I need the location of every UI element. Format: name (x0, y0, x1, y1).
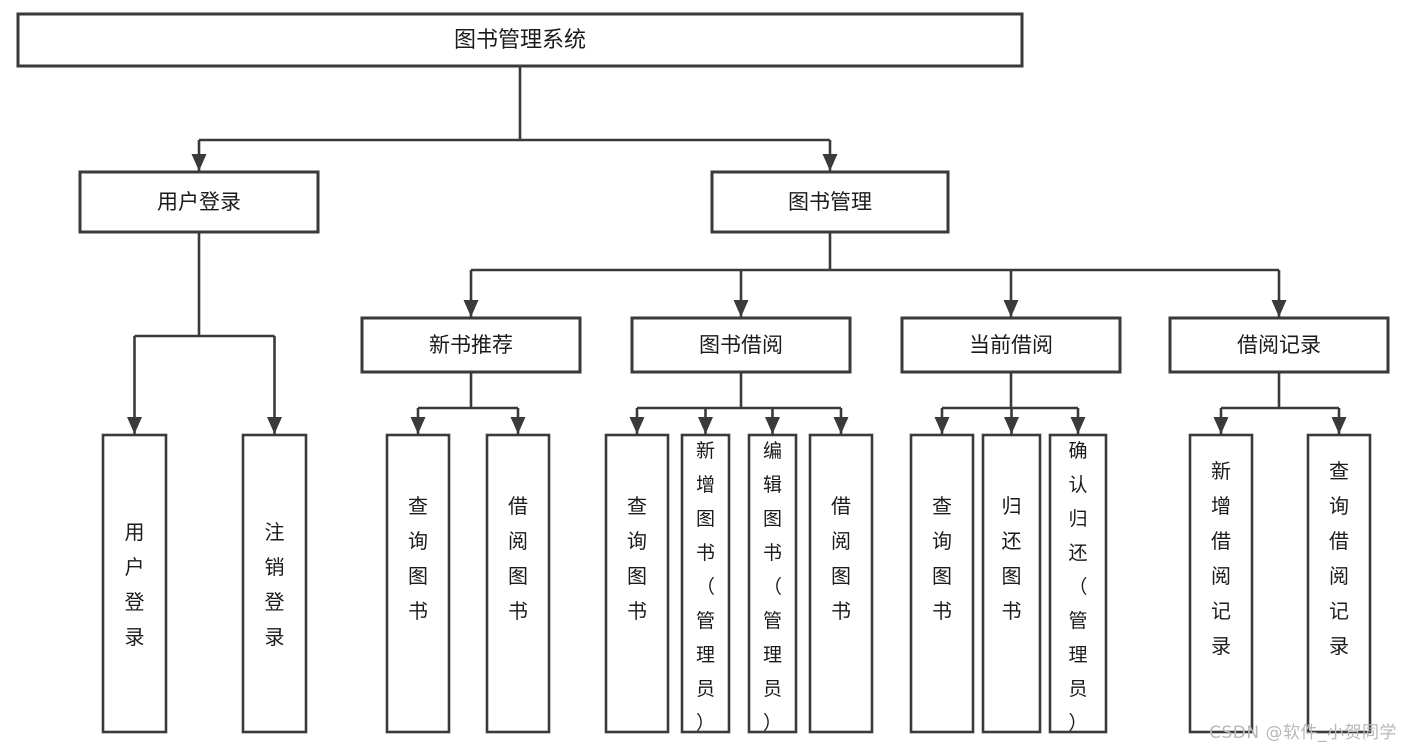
leaf-g0-0[interactable]: 查询图书 (385, 433, 451, 734)
leaf-g1-2-label: 编辑图书（管理员） (763, 440, 782, 734)
manage-to-level2-arrow-0 (463, 300, 479, 317)
node-level2-1-label: 图书借阅 (699, 333, 783, 357)
leaf-g1-2-rect (747, 433, 798, 734)
connectors-layer (127, 66, 1347, 434)
leaf-g2-0-label: 查询图书 (932, 494, 952, 623)
leaf-g1-0[interactable]: 查询图书 (604, 433, 670, 734)
root-to-level1-arrow-0 (191, 154, 207, 171)
node-level2-2[interactable]: 当前借阅 (900, 316, 1122, 374)
node-level2-2-label: 当前借阅 (969, 333, 1053, 357)
node-level2-0[interactable]: 新书推荐 (360, 316, 582, 374)
group-1-to-leaves-arrow-2 (765, 417, 780, 434)
leaf-g3-0-label: 新增借阅记录 (1211, 459, 1231, 658)
leaf-g0-0-rect (385, 433, 451, 734)
leaf-login-1[interactable]: 注销登录 (241, 433, 308, 734)
leaf-g3-0[interactable]: 新增借阅记录 (1188, 433, 1254, 734)
node-level1-1-label: 图书管理 (788, 190, 872, 214)
leaf-g0-0-label: 查询图书 (408, 494, 428, 623)
group-1-to-leaves-arrow-1 (698, 417, 713, 434)
group-1-to-leaves-arrow-3 (833, 417, 849, 434)
group-2-to-leaves-arrow-1 (1004, 417, 1019, 434)
leaf-login-0[interactable]: 用户登录 (101, 433, 168, 734)
manage-to-level2-arrow-2 (1003, 300, 1019, 317)
leaf-g1-0-label: 查询图书 (627, 494, 647, 623)
leaf-g2-2-rect (1048, 433, 1108, 734)
node-level2-1[interactable]: 图书借阅 (630, 316, 852, 374)
group-3-to-leaves-arrow-0 (1213, 417, 1229, 434)
leaf-g0-1[interactable]: 借阅图书 (485, 433, 551, 734)
root-to-level1-arrow-1 (822, 154, 838, 171)
group-0-to-leaves-arrow-0 (410, 417, 426, 434)
leaf-g1-3[interactable]: 借阅图书 (808, 433, 874, 734)
node-root-图书管理系统-label: 图书管理系统 (454, 28, 586, 53)
nodes-layer: 图书管理系统用户登录图书管理新书推荐图书借阅当前借阅借阅记录用户登录注销登录查询… (16, 12, 1390, 734)
node-level1-0[interactable]: 用户登录 (78, 170, 320, 234)
leaf-login-0-rect (101, 433, 168, 734)
login-to-leaves-arrow-1 (267, 417, 282, 434)
leaf-g3-1[interactable]: 查询借阅记录 (1306, 433, 1372, 734)
leaf-g3-1-label: 查询借阅记录 (1329, 459, 1349, 658)
leaf-g1-2[interactable]: 编辑图书（管理员） (747, 433, 798, 734)
leaf-g2-1-rect (981, 433, 1042, 734)
node-level2-1-rect (630, 316, 852, 374)
leaf-g2-0[interactable]: 查询图书 (909, 433, 975, 734)
node-level2-3[interactable]: 借阅记录 (1168, 316, 1390, 374)
leaf-login-1-rect (241, 433, 308, 734)
leaf-g2-0-rect (909, 433, 975, 734)
node-level2-2-rect (900, 316, 1122, 374)
leaf-g1-1-label: 新增图书（管理员） (696, 440, 715, 734)
leaf-g2-2-label: 确认归还（管理员） (1068, 440, 1087, 734)
leaf-g2-1-label: 归还图书 (1002, 494, 1022, 623)
leaf-g0-1-label: 借阅图书 (508, 494, 528, 623)
node-level1-0-rect (78, 170, 320, 234)
group-1-to-leaves-arrow-0 (629, 417, 645, 434)
leaf-g0-1-rect (485, 433, 551, 734)
leaf-g3-1-rect (1306, 433, 1372, 734)
node-level2-3-rect (1168, 316, 1390, 374)
leaf-g3-0-rect (1188, 433, 1254, 734)
manage-to-level2-arrow-3 (1271, 300, 1287, 317)
leaf-g1-3-rect (808, 433, 874, 734)
node-root-图书管理系统[interactable]: 图书管理系统 (16, 12, 1024, 68)
node-level1-0-label: 用户登录 (157, 190, 241, 214)
node-root-图书管理系统-rect (16, 12, 1024, 68)
node-level2-0-label: 新书推荐 (429, 333, 513, 357)
leaf-g1-1-rect (680, 433, 731, 734)
group-0-to-leaves-arrow-1 (510, 417, 526, 434)
group-3-to-leaves-arrow-1 (1331, 417, 1347, 434)
leaf-g1-0-rect (604, 433, 670, 734)
node-level2-0-rect (360, 316, 582, 374)
node-level1-1-rect (710, 170, 950, 234)
leaf-login-0-label: 用户登录 (125, 520, 145, 649)
leaf-login-1-label: 注销登录 (265, 520, 285, 649)
leaf-g2-1[interactable]: 归还图书 (981, 433, 1042, 734)
group-2-to-leaves-arrow-2 (1070, 417, 1086, 434)
manage-to-level2-arrow-1 (733, 300, 749, 317)
group-2-to-leaves-arrow-0 (934, 417, 950, 434)
leaf-g2-2[interactable]: 确认归还（管理员） (1048, 433, 1108, 734)
node-level1-1[interactable]: 图书管理 (710, 170, 950, 234)
leaf-g1-1[interactable]: 新增图书（管理员） (680, 433, 731, 734)
leaf-g1-3-label: 借阅图书 (831, 494, 851, 623)
login-to-leaves-arrow-0 (127, 417, 142, 434)
node-level2-3-label: 借阅记录 (1237, 333, 1321, 357)
